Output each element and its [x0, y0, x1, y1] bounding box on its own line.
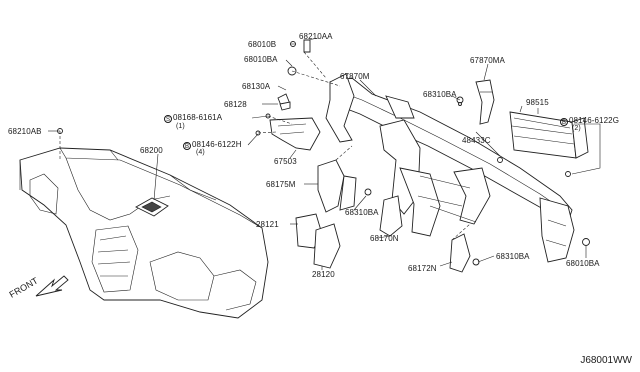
duct-67503	[269, 117, 321, 151]
bracket-68170n	[379, 195, 403, 237]
label-68310ba-top: 68310BA	[423, 90, 457, 99]
diagram-reference-id: J68001WW	[580, 355, 632, 366]
label-08146-right-qty: (2)	[572, 125, 581, 132]
label-68130a: 68130A	[242, 82, 271, 91]
passenger-airbag-module	[509, 111, 589, 159]
label-68310ba-mid: 68310BA	[345, 208, 379, 217]
bracket-68175m	[317, 159, 357, 213]
b-circle-icon: B	[183, 142, 191, 150]
label-68172n: 68172N	[408, 264, 437, 273]
front-arrow	[35, 275, 69, 297]
label-67870m: 67870M	[340, 72, 370, 81]
label-68128: 68128	[224, 100, 247, 109]
s-circle-icon: S	[164, 115, 172, 123]
label-67503: 67503	[274, 157, 297, 166]
label-68010ba-top: 68010BA	[244, 55, 278, 64]
instrument-panel-part	[19, 147, 269, 319]
b-circle-icon: B	[560, 118, 568, 126]
label-68210aa: 68210AA	[299, 32, 333, 41]
label-08146-left-qty: (4)	[196, 149, 205, 156]
label-68010b: 68010B	[248, 40, 277, 49]
leader-lines	[48, 37, 601, 270]
label-68200: 68200	[140, 146, 163, 155]
label-28120: 28120	[312, 270, 335, 279]
label-67870ma: 67870MA	[470, 56, 505, 65]
label-68310ba-bot: 68310BA	[496, 252, 530, 261]
bracket-68172n	[449, 233, 471, 273]
label-28121: 28121	[256, 220, 279, 229]
steering-member-part	[325, 73, 575, 263]
label-68175m: 68175M	[266, 180, 296, 189]
label-68210ab: 68210AB	[8, 127, 42, 136]
label-68170n: 68170N	[370, 234, 399, 243]
label-68010ba-right: 68010BA	[566, 259, 600, 268]
bracket-67870ma	[475, 79, 495, 125]
bracket-28120	[313, 223, 341, 269]
label-08168-qty: (1)	[176, 123, 185, 130]
label-48433c: 48433C	[462, 136, 491, 145]
label-98515: 98515	[526, 98, 549, 107]
